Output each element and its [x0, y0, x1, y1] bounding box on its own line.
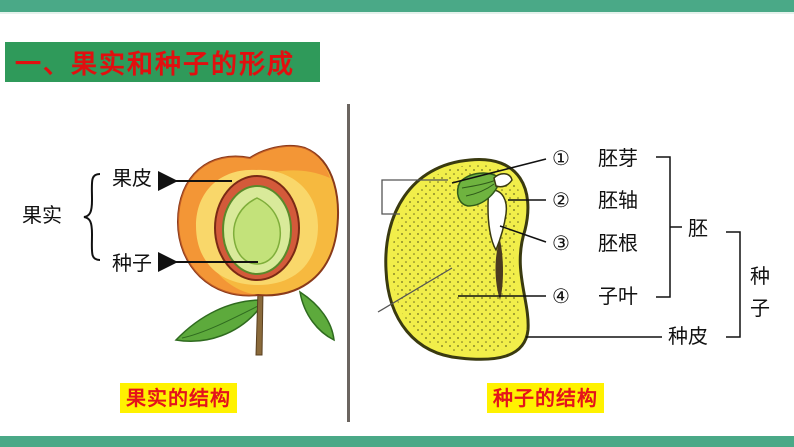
section-title-box: 一、果实和种子的形成: [5, 42, 320, 82]
peach-leaf-left: [174, 299, 263, 342]
bean-seed-illustration: [384, 158, 530, 361]
embryo-bracket: [656, 156, 671, 298]
bean-hypocotyl: [487, 189, 508, 252]
peach-leaf-right: [298, 290, 335, 342]
fruit-group-label: 果实: [22, 203, 62, 227]
radicle-pointer: [499, 225, 547, 243]
section-divider: [347, 104, 350, 422]
seed-bracket: [726, 231, 741, 338]
seed-caption: 种子的结构: [487, 383, 604, 413]
embryo-label: 胚: [688, 216, 708, 240]
bean-hilum: [495, 240, 503, 300]
plumule-pointer: [451, 158, 547, 184]
seed-coat-label: 种皮: [668, 324, 708, 348]
seed-part-name-radicle: 胚根: [598, 231, 638, 255]
seed-part-num-4: ④: [552, 284, 570, 308]
bottom-decor-bar: [0, 436, 794, 447]
seed-part-name-cotyledon: 子叶: [598, 284, 638, 308]
fruit-part-pericarp: 果皮: [112, 166, 152, 190]
section-title: 一、果实和种子的形成: [15, 49, 296, 80]
seed-label-bottom: 子: [750, 296, 770, 320]
seed-label-top: 种: [750, 264, 770, 288]
peach-illustration: [174, 144, 339, 356]
seed-part-num-3: ③: [552, 231, 570, 255]
fruit-part-seed: 种子: [112, 251, 152, 275]
top-decor-bar: [0, 0, 794, 12]
seed-part-name-hypocotyl: 胚轴: [598, 188, 638, 212]
top-decor-line: [0, 12, 794, 14]
seed-part-num-2: ②: [552, 188, 570, 212]
seed-part-name-plumule: 胚芽: [598, 146, 638, 170]
seed-part-num-1: ①: [552, 146, 570, 170]
peach-seed: [232, 197, 282, 265]
fruit-caption: 果实的结构: [120, 383, 237, 413]
bean-radicle-tip: [493, 173, 513, 188]
bean-plumule: [456, 172, 501, 207]
fruit-brace: [83, 173, 101, 261]
